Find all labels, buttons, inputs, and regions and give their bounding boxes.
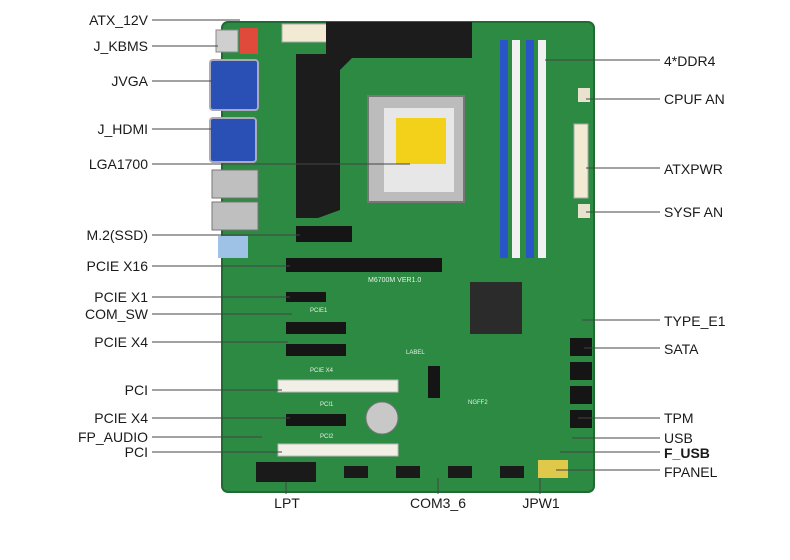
label-pcie-x4-b: PCIE X4: [94, 410, 148, 426]
label-j-hdmi: J_HDMI: [97, 121, 148, 137]
dimm-slot-2: [512, 40, 520, 258]
hdmi-port: [209, 117, 257, 163]
usb-lan-stack-1: [211, 169, 259, 199]
chipset-heatsink: [470, 282, 522, 334]
label-jpw1: JPW1: [522, 495, 560, 511]
atx-12v-connector: [240, 28, 258, 54]
sata-port-1: [570, 338, 592, 356]
label-usb: USB: [664, 430, 693, 446]
label-jvga: JVGA: [111, 73, 148, 89]
label-j-kbms: J_KBMS: [93, 38, 148, 54]
com-header-2: [396, 466, 420, 478]
pci-slot-1: [277, 379, 399, 393]
usb-lan-stack-2: [211, 201, 259, 231]
label-type-e1: TYPE_E1: [664, 313, 726, 329]
label-f-usb: F_USB: [664, 445, 710, 461]
vga-port: [209, 59, 259, 111]
label-com-sw: COM_SW: [85, 306, 148, 322]
vrm-heatsink-top: [326, 22, 472, 70]
label-pcie-x1: PCIE X1: [94, 289, 148, 305]
pcie-x1-slot: [286, 292, 326, 302]
label-fpanel: FPANEL: [664, 464, 718, 480]
silk-ngff2: NGFF2: [468, 400, 488, 406]
label-atxpwr: ATXPWR: [664, 161, 723, 177]
sata-port-3: [570, 386, 592, 404]
dimm-slot-1: [500, 40, 508, 258]
label-sata: SATA: [664, 341, 699, 357]
sys-fan-header: [578, 204, 590, 218]
pcie-x16-slot: [286, 258, 442, 272]
label-pci-a: PCI: [124, 382, 148, 398]
label-pci-b: PCI: [124, 444, 148, 460]
audio-jack: [218, 236, 248, 258]
label-ddr4: 4*DDR4: [664, 53, 716, 69]
cmos-battery: [365, 401, 399, 435]
pcie-x4-slot-b: [286, 414, 346, 426]
front-panel-header: [538, 460, 568, 478]
com-header-4: [500, 466, 524, 478]
label-pcie-x4-a: PCIE X4: [94, 334, 148, 350]
label-fp-audio: FP_AUDIO: [77, 429, 148, 445]
board-model-text: M6700M VER1.0: [368, 277, 421, 284]
cpu-warning-sticker: [396, 118, 446, 164]
vrm-heatsink-left: [296, 54, 340, 218]
leader-lines: [152, 19, 660, 494]
dimm-slot-3: [526, 40, 534, 258]
silk-pci2: PCI2: [320, 434, 334, 440]
atx-power-connector: [573, 123, 589, 199]
label-tpm: TPM: [664, 410, 694, 426]
lpt-header: [256, 462, 316, 482]
label-pcie-x16: PCIE X16: [86, 258, 148, 274]
top-power-header: [281, 23, 333, 43]
com-header-1: [344, 466, 368, 478]
silk-pci1: PCI1: [320, 402, 334, 408]
label-sysf-an: SYSF AN: [664, 204, 724, 220]
silk-pcie-x4: PCIE X4: [310, 368, 334, 374]
pci-slot-2: [277, 443, 399, 457]
pcie-x4-slot-a2: [286, 344, 346, 356]
silk-pcie1: PCIE1: [310, 308, 328, 314]
cpu-fan-header: [578, 88, 590, 102]
sata-port-2: [570, 362, 592, 380]
label-cpuf-an: CPUF AN: [664, 91, 725, 107]
ngff2-slot: [428, 366, 440, 398]
label-m2-ssd: M.2(SSD): [86, 227, 148, 243]
sata-port-4: [570, 410, 592, 428]
m2-slot: [296, 226, 352, 242]
pcie-x4-slot-a1: [286, 322, 346, 334]
label-lpt: LPT: [274, 495, 300, 511]
label-com3-6: COM3_6: [409, 495, 467, 511]
silk-label: LABEL: [406, 350, 425, 356]
label-lga1700: LGA1700: [88, 156, 148, 172]
com-header-3: [448, 466, 472, 478]
kbms-port: [215, 29, 239, 53]
label-atx-12v: ATX_12V: [89, 12, 148, 28]
dimm-slot-4: [538, 40, 546, 258]
